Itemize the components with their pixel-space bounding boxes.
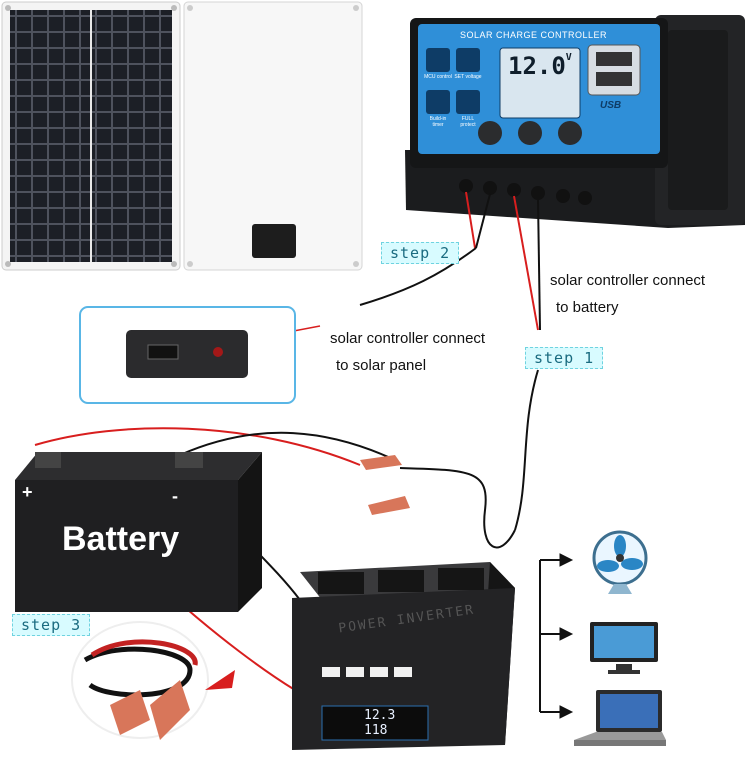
mcu-control-label: MCU control bbox=[424, 74, 452, 80]
inverter-display-voltage: 12.3 bbox=[364, 708, 396, 723]
set-voltage-label: SET voltage bbox=[454, 74, 482, 80]
charge-controller bbox=[405, 15, 745, 228]
output-arrows bbox=[539, 553, 574, 719]
to-panel-text-line2: to solar panel bbox=[336, 357, 427, 374]
step3-clamp-cables bbox=[71, 621, 235, 740]
tv-icon bbox=[590, 622, 658, 674]
port-detail-box bbox=[79, 306, 296, 404]
battery-minus: - bbox=[172, 486, 178, 506]
power-inverter bbox=[292, 562, 515, 750]
solar-panel-front bbox=[1, 1, 181, 271]
controller-title: SOLAR CHARGE CONTROLLER bbox=[460, 30, 608, 40]
battery bbox=[15, 452, 262, 612]
inverter-display-secondary: 118 bbox=[364, 723, 388, 738]
full-protect-label: FULL protect bbox=[460, 116, 476, 128]
solar-panel-back bbox=[183, 1, 363, 271]
to-battery-text-line2: to battery bbox=[556, 299, 619, 316]
step-2-label: step 2 bbox=[381, 242, 460, 264]
step-3-label: step 3 bbox=[12, 614, 91, 636]
battery-clips bbox=[360, 455, 410, 515]
build-in-timer-label: Build-in timer bbox=[429, 116, 447, 128]
controller-usb-label: USB bbox=[600, 100, 622, 111]
to-panel-text-line1: solar controller connect bbox=[330, 330, 486, 347]
fan-icon bbox=[592, 530, 648, 594]
controller-voltage: 12.0V bbox=[508, 52, 572, 80]
step-1-label: step 1 bbox=[525, 347, 604, 369]
laptop-icon bbox=[574, 690, 666, 746]
to-battery-text-line1: solar controller connect bbox=[550, 272, 706, 289]
battery-plus: + bbox=[22, 482, 33, 502]
battery-label: Battery bbox=[62, 520, 180, 558]
